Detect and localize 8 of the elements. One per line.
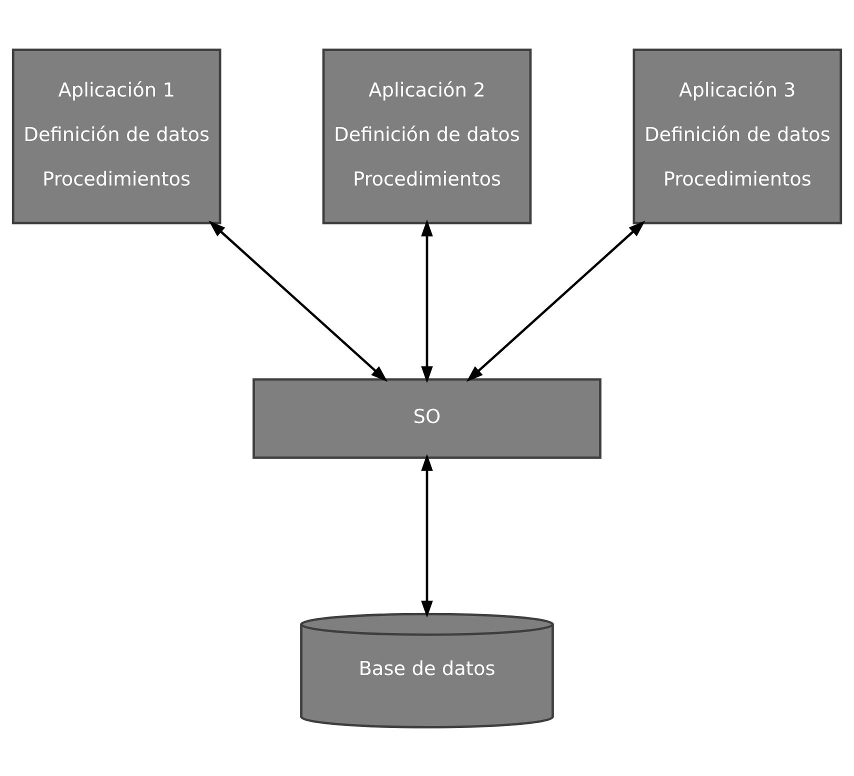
arrow [466, 220, 646, 382]
node-box: Aplicación 3 Definición de datos Procedimientos [632, 48, 842, 224]
arrow [421, 454, 433, 618]
node-box: SO [252, 378, 602, 458]
node-box: Aplicación 1 Definición de datos Procedimientos [12, 48, 222, 224]
arrow [421, 218, 433, 383]
node-box: Aplicación 2 Definición de datos Procedimientos [322, 48, 532, 224]
arrow [208, 220, 388, 382]
